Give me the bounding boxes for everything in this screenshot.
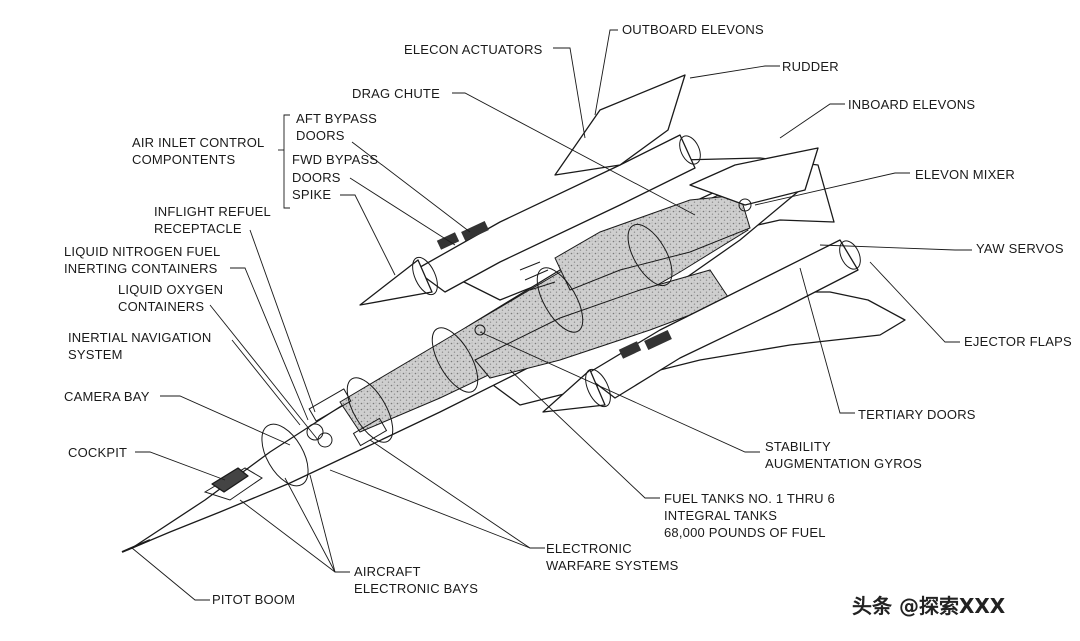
label-camera-bay: CAMERA BAY — [64, 389, 150, 404]
label-electronic-warfare-2: WARFARE SYSTEMS — [546, 558, 679, 573]
label-yaw-servos: YAW SERVOS — [976, 241, 1064, 256]
label-pitot-boom: PITOT BOOM — [212, 592, 295, 607]
right-rudder — [689, 147, 819, 206]
wing-tank-upper — [554, 194, 751, 291]
label-stability-gyros-2: AUGMENTATION GYROS — [765, 456, 922, 471]
label-aircraft-bays-2: ELECTRONIC BAYS — [354, 581, 478, 596]
label-fuel-tanks-2: INTEGRAL TANKS — [664, 508, 777, 523]
labels: OUTBOARD ELEVONS ELECON ACTUATORS RUDDER… — [64, 22, 1072, 607]
label-inflight-refuel-2: RECEPTACLE — [154, 221, 242, 236]
label-air-inlet-control-1: AIR INLET CONTROL — [132, 135, 264, 150]
left-rudder — [554, 74, 686, 176]
label-liquid-nitrogen-2: INERTING CONTAINERS — [64, 261, 218, 276]
label-aircraft-bays-1: AIRCRAFT — [354, 564, 421, 579]
label-drag-chute: DRAG CHUTE — [352, 86, 440, 101]
left-spike — [359, 259, 433, 306]
label-aft-bypass-doors-1: AFT BYPASS — [296, 111, 377, 126]
label-elecon-actuators: ELECON ACTUATORS — [404, 42, 543, 57]
watermark: 头条 @探索XXX — [852, 594, 1006, 618]
right-nacelle — [584, 239, 859, 399]
label-cockpit: COCKPIT — [68, 445, 127, 460]
label-tertiary-doors: TERTIARY DOORS — [858, 407, 976, 422]
label-rudder: RUDDER — [782, 59, 839, 74]
label-inertial-nav-1: INERTIAL NAVIGATION — [68, 330, 211, 345]
leader-lines — [131, 29, 972, 601]
right-spike — [542, 369, 606, 413]
label-aft-bypass-doors-2: DOORS — [296, 128, 345, 143]
label-inboard-elevons: INBOARD ELEVONS — [848, 97, 975, 112]
label-inertial-nav-2: SYSTEM — [68, 347, 123, 362]
label-stability-gyros-1: STABILITY — [765, 439, 831, 454]
label-liquid-oxygen-1: LIQUID OXYGEN — [118, 282, 223, 297]
label-air-inlet-control-2: COMPONTENTS — [132, 152, 235, 167]
label-fwd-bypass-doors-1: FWD BYPASS — [292, 152, 378, 167]
cockpit-canopy — [211, 467, 249, 493]
label-liquid-nitrogen-1: LIQUID NITROGEN FUEL — [64, 244, 220, 259]
label-fuel-tanks-1: FUEL TANKS NO. 1 THRU 6 — [664, 491, 835, 506]
label-outboard-elevons: OUTBOARD ELEVONS — [622, 22, 764, 37]
label-fwd-bypass-doors-2: DOORS — [292, 170, 341, 185]
label-liquid-oxygen-2: CONTAINERS — [118, 299, 204, 314]
label-inflight-refuel-1: INFLIGHT REFUEL — [154, 204, 271, 219]
label-fuel-tanks-3: 68,000 POUNDS OF FUEL — [664, 525, 826, 540]
left-nacelle — [414, 134, 696, 293]
label-electronic-warfare-1: ELECTRONIC — [546, 541, 632, 556]
label-ejector-flaps: EJECTOR FLAPS — [964, 334, 1072, 349]
aircraft-drawing — [121, 74, 906, 553]
label-spike: SPIKE — [292, 187, 331, 202]
label-elevon-mixer: ELEVON MIXER — [915, 167, 1015, 182]
